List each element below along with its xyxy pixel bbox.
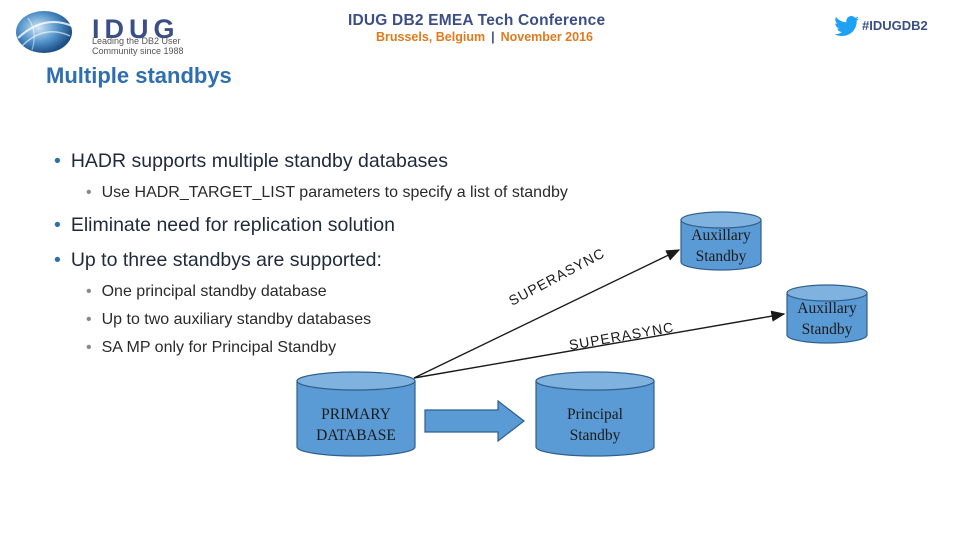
slide-title: Multiple standbys xyxy=(46,63,232,88)
principal-label-line-1: Principal xyxy=(567,406,623,423)
bullet-dot-icon: • xyxy=(86,184,92,201)
auxiliary-standby-1: Auxillary Standby xyxy=(680,211,762,271)
conference-location: Brussels, Belgium xyxy=(376,30,486,44)
logo-tagline: Leading the DB2 User Community since 198… xyxy=(92,36,184,56)
bullet-dot-icon: • xyxy=(86,283,92,300)
idug-globe-logo-icon xyxy=(16,11,73,53)
bullet-three-standbys: • Up to three standbys are supported: xyxy=(54,249,382,272)
aux1-label-line-1: Auxillary xyxy=(691,227,751,244)
flow-label-aux1: SUPERASYNC xyxy=(506,245,608,309)
bullet-dot-icon: • xyxy=(54,214,61,236)
bullet-eliminate-replication: • Eliminate need for replication solution xyxy=(54,214,395,237)
bullet-dot-icon: • xyxy=(86,311,92,328)
bullet-samp: • SA MP only for Principal Standby xyxy=(86,339,336,357)
idug-logo: IDUG Leading the DB2 User Community sinc… xyxy=(14,8,184,56)
bullet-dot-icon: • xyxy=(54,249,61,271)
bullet-dot-icon: • xyxy=(54,150,61,172)
primary-database: PRIMARY DATABASE xyxy=(296,371,416,457)
auxiliary-standby-2: Auxillary Standby xyxy=(786,284,868,344)
conference-separator: | xyxy=(491,30,495,44)
bullet-hadr-multiple: • HADR supports multiple standby database… xyxy=(54,150,448,173)
principal-standby: Principal Standby xyxy=(535,371,655,457)
aux2-label-line-2: Standby xyxy=(802,321,853,338)
bullet-text: Use HADR_TARGET_LIST parameters to speci… xyxy=(101,184,568,201)
primary-label-line-2: DATABASE xyxy=(316,427,396,444)
bullet-text: One principal standby database xyxy=(101,283,327,300)
conference-title: IDUG DB2 EMEA Tech Conference xyxy=(348,12,606,29)
bullet-text: HADR supports multiple standby databases xyxy=(70,150,449,172)
flow-label-aux2: SUPERASYNC xyxy=(568,319,676,353)
aux1-label-line-2: Standby xyxy=(696,248,747,265)
bullet-text: SA MP only for Principal Standby xyxy=(101,339,337,356)
conference-subtitle: Brussels, Belgium | November 2016 xyxy=(376,30,593,44)
logo-wordmark: IDUG xyxy=(92,14,180,44)
arrow-to-aux1 xyxy=(413,249,681,379)
logo-tagline-line-2: Community since 1988 xyxy=(92,46,184,56)
bullet-auxiliary: • Up to two auxiliary standby databases xyxy=(86,311,371,329)
bullet-text: Eliminate need for replication solution xyxy=(70,214,395,236)
hashtag: #IDUGDB2 xyxy=(862,18,928,33)
bullet-target-list: • Use HADR_TARGET_LIST parameters to spec… xyxy=(86,184,568,202)
logo-tagline-line-1: Leading the DB2 User xyxy=(92,36,181,46)
twitter-bird-icon xyxy=(834,16,859,36)
aux2-label-line-1: Auxillary xyxy=(797,300,857,317)
primary-label-line-1: PRIMARY xyxy=(321,406,391,423)
principal-label-line-2: Standby xyxy=(570,427,621,444)
bullet-text: Up to two auxiliary standby databases xyxy=(101,311,372,328)
arrow-to-aux2 xyxy=(413,310,786,379)
bullet-dot-icon: • xyxy=(86,339,92,356)
conference-date: November 2016 xyxy=(500,30,593,44)
bullet-principal: • One principal standby database xyxy=(86,283,327,301)
right-arrow-icon xyxy=(424,399,525,443)
bullet-text: Up to three standbys are supported: xyxy=(70,249,382,271)
